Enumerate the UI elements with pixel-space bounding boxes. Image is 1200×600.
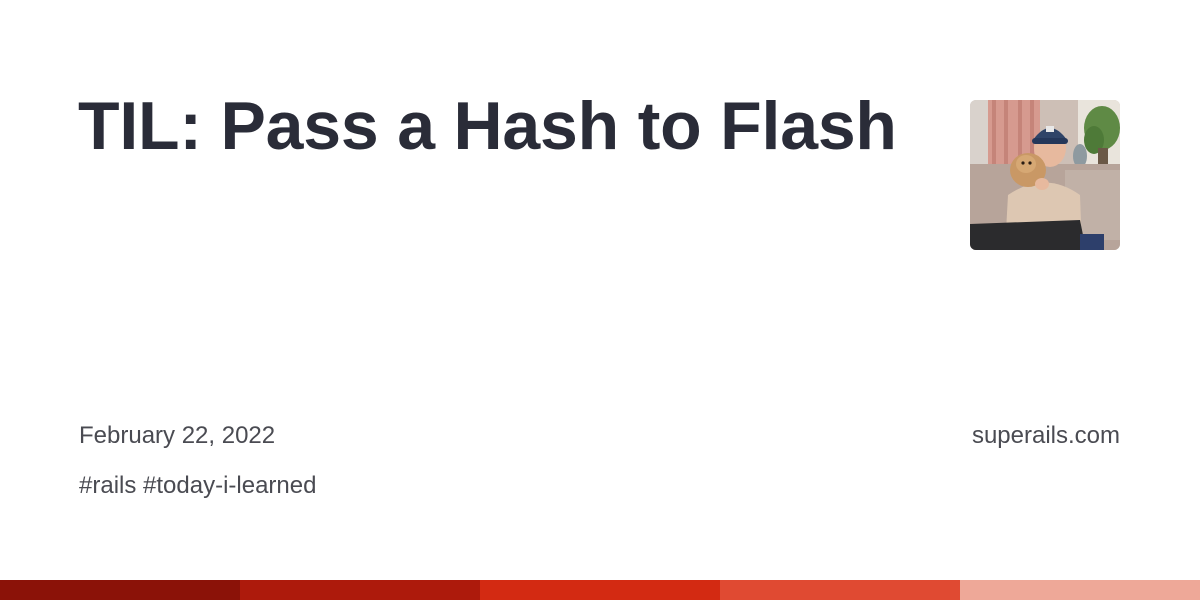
site-name: superails.com — [971, 422, 1120, 449]
stripe-segment — [240, 580, 480, 600]
stripe-segment — [480, 580, 720, 600]
author-photo-icon — [970, 100, 1120, 250]
post-date: February 22, 2022 — [79, 422, 276, 449]
post-title: TIL: Pass a Hash to Flash — [78, 88, 897, 164]
stripe-segment — [720, 580, 960, 600]
color-stripe — [0, 580, 1200, 600]
stripe-segment — [960, 580, 1200, 600]
author-avatar — [970, 100, 1120, 250]
post-tags: #rails #today-i-learned — [79, 472, 317, 499]
stripe-segment — [0, 580, 240, 600]
